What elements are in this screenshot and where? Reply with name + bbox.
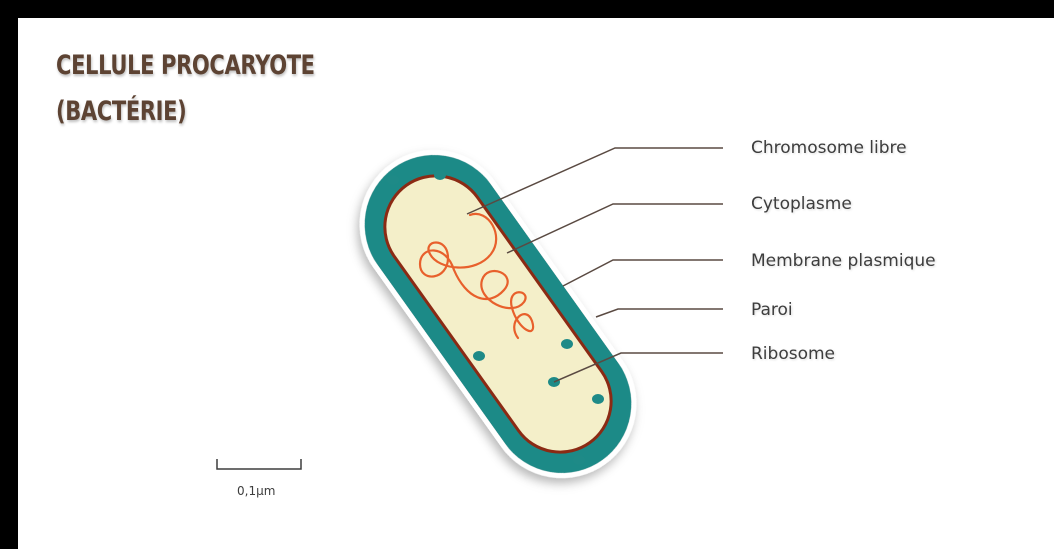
- label-ribosome: Ribosome: [751, 344, 835, 364]
- scale-bar-label: 0,1µm: [237, 484, 275, 498]
- scale-bar: [217, 459, 301, 469]
- label-plasma-membrane: Membrane plasmique: [751, 251, 936, 271]
- label-cytoplasm: Cytoplasme: [751, 194, 852, 214]
- leader-line-wall: [596, 309, 723, 317]
- ribosome-dot: [573, 455, 585, 465]
- label-chromosome: Chromosome libre: [751, 138, 907, 158]
- ribosome-dot: [473, 351, 485, 361]
- ribosome-dot: [561, 339, 573, 349]
- diagram-panel: CELLULE PROCARYOTE (BACTÉRIE): [18, 18, 1054, 549]
- ribosome-dot: [592, 394, 604, 404]
- bacterium-diagram: [18, 18, 1054, 549]
- ribosome-dot: [434, 170, 446, 180]
- ribosome-dot: [387, 175, 399, 185]
- label-cell-wall: Paroi: [751, 300, 793, 320]
- leader-line-membrane: [563, 260, 723, 286]
